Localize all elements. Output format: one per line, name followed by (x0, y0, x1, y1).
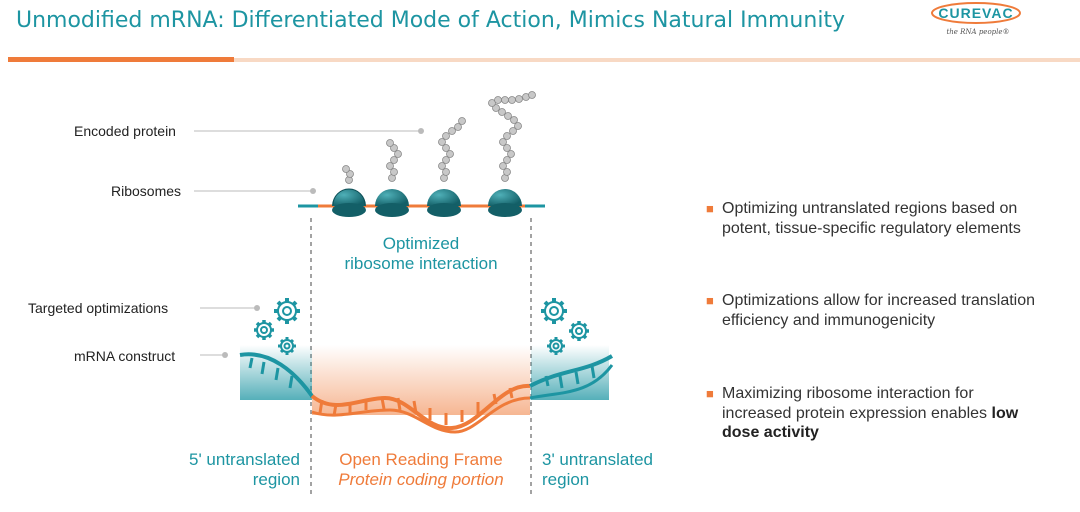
bullet-marker-icon: ■ (706, 293, 714, 308)
bullet-text-main: Maximizing ribosome interaction for incr… (722, 385, 988, 422)
label-targeted-optimizations: Targeted optimizations (28, 300, 169, 316)
bullet-marker-icon: ■ (706, 386, 714, 401)
bullet-marker-icon: ■ (706, 201, 714, 216)
page-title: Unmodified mRNA: Differentiated Mode of … (16, 8, 846, 33)
gear-icon-group-left (254, 298, 300, 355)
gear-icon (541, 298, 567, 324)
ribosome (332, 188, 366, 217)
utr3-caption-line1: 3' untranslated (542, 450, 653, 469)
center-caption-line1: Optimized (382, 234, 460, 253)
utr3-caption-line2: region (542, 470, 590, 489)
header-rule (234, 58, 1080, 62)
label-mrna-construct: mRNA construct (74, 348, 176, 364)
header-rule-accent (8, 57, 234, 62)
leader-lines (194, 130, 420, 356)
ribosome (427, 189, 461, 217)
bullet-text: Optimizing untranslated regions based on… (722, 200, 1021, 237)
protein-chains (342, 91, 536, 184)
center-caption-line2: ribosome interaction (344, 254, 498, 273)
bullet-text: Optimizations allow for increased transl… (722, 292, 1036, 329)
label-ribosomes: Ribosomes (111, 183, 182, 199)
ribosome (375, 189, 409, 217)
label-encoded-protein: Encoded protein (74, 123, 176, 139)
gear-icon-group-right (541, 298, 589, 355)
orf-caption-line1: Open Reading Frame (339, 450, 503, 469)
gear-icon (569, 321, 589, 341)
gear-icon (547, 337, 565, 355)
svg-text:CUREVAC: CUREVAC (938, 5, 1013, 21)
bullet-text: Maximizing ribosome interaction for incr… (722, 384, 1042, 443)
utr5-caption-line1: 5' untranslated (189, 450, 300, 469)
svg-text:the RNA people®: the RNA people® (946, 28, 1009, 36)
mrna-construct (239, 352, 614, 434)
bullet-text-emphasis: low dose activity (722, 404, 1019, 442)
utr5-caption: 5' untranslated region (150, 450, 300, 490)
center-caption: Optimized ribosome interaction (316, 234, 526, 274)
gear-icon (278, 337, 296, 355)
orf-caption: Open Reading Frame Protein coding portio… (316, 450, 526, 490)
ribosomes (332, 188, 522, 217)
gear-icon (254, 320, 274, 340)
curevac-logo: CUREVAC the RNA people® (928, 2, 1028, 38)
gear-icon (274, 298, 300, 324)
utr5-caption-line2: region (252, 470, 300, 489)
ribosome (488, 189, 522, 217)
orf-caption-line2: Protein coding portion (338, 470, 504, 489)
utr3-caption: 3' untranslated region (542, 450, 692, 490)
